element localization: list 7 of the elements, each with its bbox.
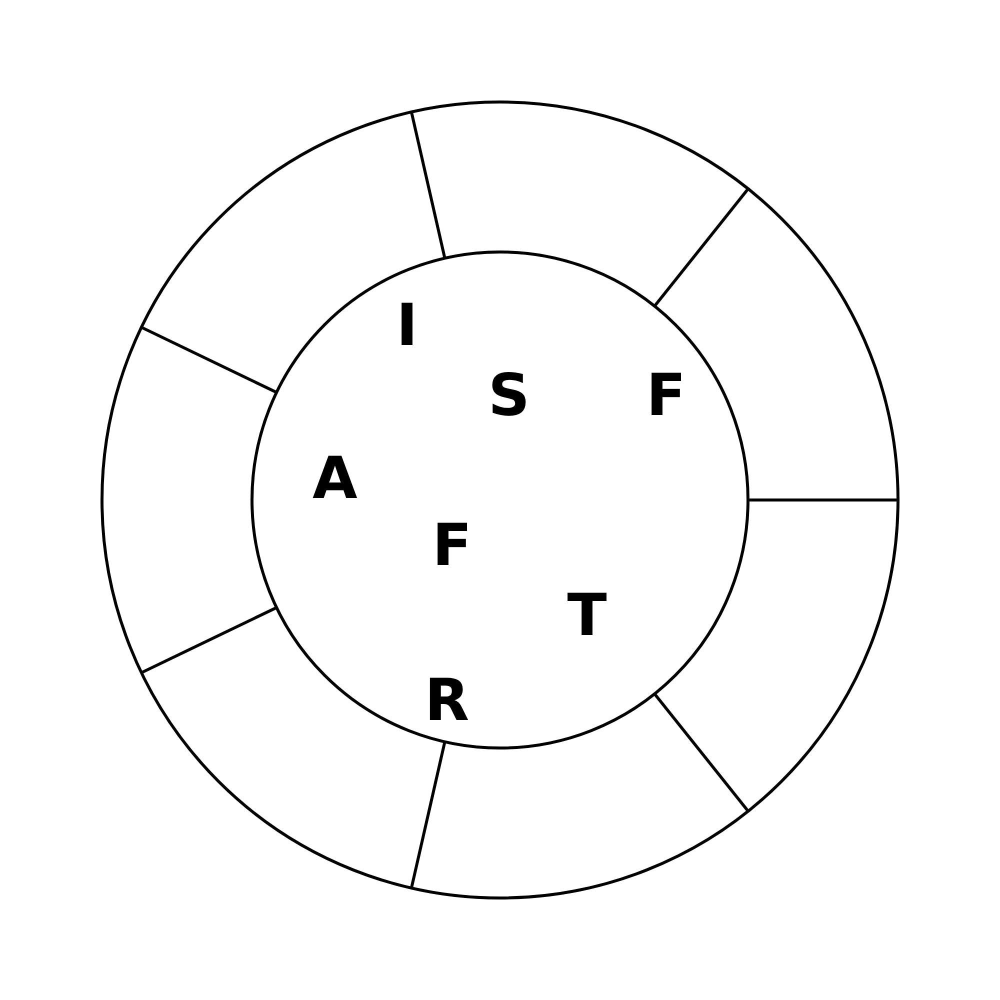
letter: F — [646, 366, 686, 424]
letter: A — [312, 449, 358, 507]
letter: R — [424, 671, 470, 729]
letter: F — [432, 516, 472, 574]
letter: S — [488, 366, 530, 424]
letter: I — [396, 296, 418, 354]
letter: T — [567, 586, 607, 644]
